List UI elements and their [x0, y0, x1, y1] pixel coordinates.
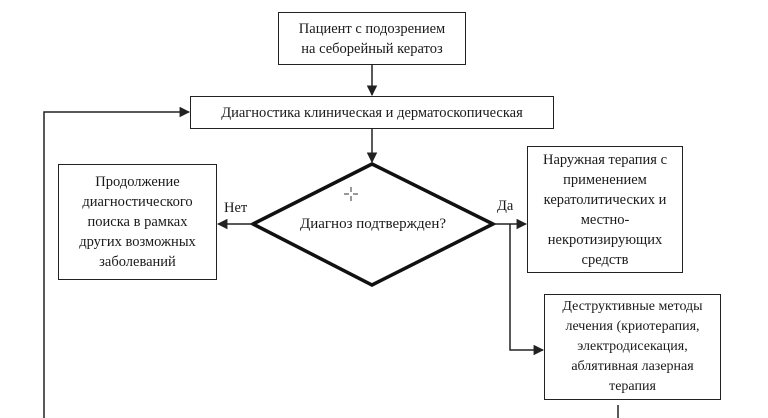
- diagnostics-node-text: Диагностика клиническая и дерматоскопиче…: [221, 104, 523, 121]
- decision-diamond: [249, 162, 497, 287]
- destructive-methods-node-text: Деструктивные методы лечения (криотерапи…: [562, 299, 703, 394]
- diagnostics-node: Диагностика клиническая и дерматоскопиче…: [190, 96, 554, 129]
- start-node-text: Пациент с подозрением на себорейный кера…: [298, 20, 446, 57]
- topical-therapy-node: Наружная терапия с применением кератолит…: [527, 146, 683, 273]
- crosshair-cursor-icon: [344, 187, 358, 201]
- topical-therapy-node-text: Наружная терапия с применением кератолит…: [542, 151, 668, 268]
- edge-label-yes: Да: [497, 198, 514, 214]
- edge-loop-to-diagnostics: [43, 106, 191, 418]
- edge-decision-to-destructive-methods: [509, 224, 545, 356]
- continue-search-node-text: Продолжение диагностического поиска в ра…: [79, 174, 196, 270]
- decision-node-text: Диагноз подтвержден?: [299, 216, 447, 232]
- continue-search-node: Продолжение диагностического поиска в ра…: [58, 164, 217, 280]
- destructive-methods-node: Деструктивные методы лечения (криотерапи…: [544, 294, 721, 400]
- start-node: Пациент с подозрением на себорейный кера…: [278, 12, 466, 65]
- edge-label-no: Нет: [224, 200, 248, 216]
